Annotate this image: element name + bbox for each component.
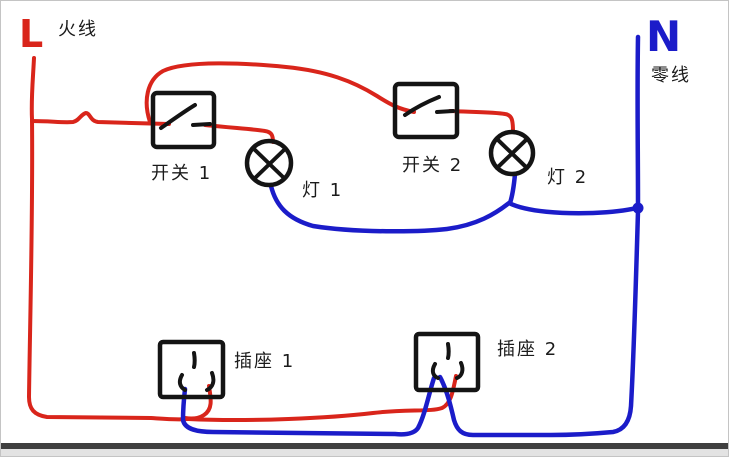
socket2-label: 插座 2: [497, 339, 558, 360]
switch1-label: 开关 1: [151, 163, 212, 184]
switch2-symbol: [392, 81, 460, 140]
neutral-wire-socket-link: [180, 375, 437, 437]
switch1-box: [150, 90, 217, 150]
switch2-label: 开关 2: [402, 155, 463, 176]
lamp2-label: 灯 2: [547, 167, 588, 188]
bottom-frame-bar: [1, 443, 728, 449]
live-wire-group: [27, 56, 515, 423]
live-wire-switch1-feed: [30, 111, 171, 126]
live-wire-switch1-to-lamp1: [203, 123, 275, 144]
switch1-symbol: [150, 90, 217, 150]
switch2-box: [392, 81, 460, 140]
socket2-right-prong: [455, 361, 465, 380]
socket1-ground-prong: [192, 351, 197, 369]
live-wire-switch2-feed: [144, 61, 416, 124]
switch1-lever: [159, 103, 197, 130]
live-terminal-letter: L: [19, 12, 43, 56]
socket2-left-prong: [430, 362, 440, 380]
socket1-left-prong: [177, 373, 187, 392]
lamp1-label: 灯 1: [302, 180, 343, 201]
lamp1-symbol: [244, 138, 294, 188]
lamp2-cross: [495, 137, 529, 170]
live-wire-switch2-to-lamp2: [448, 109, 515, 134]
neutral-wire-bottom-run: [437, 208, 641, 438]
socket2-box: [413, 331, 481, 393]
lamp1-circle: [244, 138, 294, 188]
bottom-frame-foot: [1, 449, 728, 456]
neutral-terminal-letter: N: [646, 12, 681, 61]
socket1-box: [157, 339, 226, 400]
neutral-junction-dot: [632, 202, 644, 214]
lamp2-symbol: [488, 129, 536, 177]
neutral-wire-group: [180, 34, 644, 438]
neutral-wire-label: 零线: [651, 65, 691, 86]
socket1-right-prong: [205, 371, 216, 392]
neutral-wire-lamp2-stub: [507, 171, 518, 206]
live-wire-main-drop: [27, 56, 190, 422]
labels-group: L 火线 N 零线 开关 1 开关 2 灯 1 灯 2 插座 1 插座 2: [19, 12, 691, 372]
neutral-wire-lamps-branch: [268, 183, 639, 234]
socket1-symbol: [157, 339, 226, 400]
switch1-contact: [191, 122, 212, 127]
socket2-ground-prong: [446, 342, 451, 360]
lamp1-cross: [251, 146, 287, 181]
switch2-contact: [435, 109, 455, 114]
lamp2-circle: [488, 129, 536, 177]
switch2-lever: [403, 95, 441, 117]
live-wire-label: 火线: [58, 19, 98, 40]
socket2-symbol: [413, 331, 481, 393]
socket1-label: 插座 1: [234, 351, 295, 372]
